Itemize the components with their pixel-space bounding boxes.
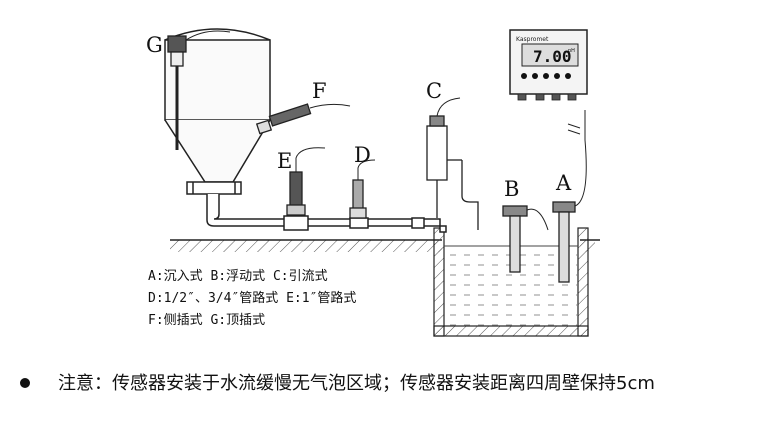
sensor-d-pipe-half-inch xyxy=(349,159,376,219)
sensor-c-flow-through xyxy=(426,97,479,230)
meter-buttons xyxy=(521,73,571,79)
meter-connectors xyxy=(517,93,577,101)
legend-line-2: D:1/2″、3/4″管路式 E:1″管路式 xyxy=(148,290,356,306)
sensor-b-floating xyxy=(502,205,549,273)
label-d: D xyxy=(354,143,371,167)
sensor-a-submersion xyxy=(552,110,587,283)
pipeline xyxy=(206,194,447,233)
ground xyxy=(170,239,600,252)
label-f: F xyxy=(312,79,327,103)
sensor-e-pipe-1inch xyxy=(286,147,326,216)
label-g: G xyxy=(146,33,163,57)
meter-reading: 7.00 xyxy=(533,47,572,66)
label-a: A xyxy=(555,171,572,195)
installation-note: 注意：传感器安装于水流缓慢无气泡区域；传感器安装距离四周壁保持5cm xyxy=(20,371,740,397)
ph-meter: Kaspromet 7.00 pH xyxy=(509,29,588,101)
meter-unit: pH xyxy=(568,48,575,54)
note-text: 注意：传感器安装于水流缓慢无气泡区域；传感器安装距离四周壁保持5cm xyxy=(58,373,655,394)
meter-brand: Kaspromet xyxy=(516,36,549,43)
label-b: B xyxy=(504,177,519,201)
legend-line-3: F:侧插式 G:顶插式 xyxy=(148,313,265,328)
sensor-f-side-insertion xyxy=(255,103,351,135)
sensor-g-top-insertion xyxy=(167,30,231,150)
legend-line-1: A:沉入式 B:浮动式 C:引流式 xyxy=(148,269,328,284)
label-c: C xyxy=(426,79,442,103)
bullet-icon xyxy=(20,378,30,388)
label-e: E xyxy=(277,149,292,173)
